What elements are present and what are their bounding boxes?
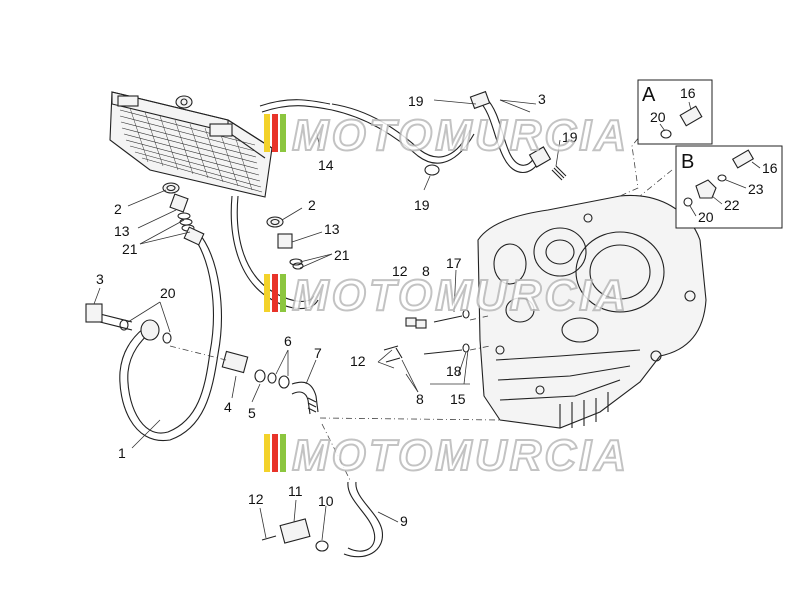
callout-12-upper: 12: [392, 263, 408, 279]
callout-19-left: 20: [160, 285, 176, 301]
callout-5: 5: [248, 405, 256, 421]
callout-14: 14: [318, 157, 334, 173]
inset-b: B 16 23 22 20: [675, 145, 783, 229]
inset-b-callout-23: 23: [748, 181, 764, 197]
callout-3-left: 3: [96, 271, 104, 287]
callout-8-lower: 8: [416, 391, 424, 407]
callout-21-left: 21: [122, 241, 138, 257]
watermark-text-bottom: MOTOMURCIA: [292, 431, 629, 480]
callout-21-right: 21: [334, 247, 350, 263]
engine-crankcase: [477, 194, 707, 429]
callout-11: 11: [288, 483, 303, 499]
callout-19-top: 19: [408, 93, 424, 109]
callout-1: 1: [118, 445, 126, 461]
fittings: [85, 164, 470, 552]
inset-a: A 16 20: [637, 79, 713, 145]
callout-13-right: 13: [324, 221, 340, 237]
callout-12-mid: 12: [350, 353, 366, 369]
inset-b-callout-16: 16: [762, 160, 778, 176]
inset-a-callout-20: 20: [650, 109, 666, 125]
oil-cooler: [109, 91, 273, 198]
inset-b-callout-20: 20: [698, 209, 714, 225]
callout-19-mid: 19: [414, 197, 430, 213]
callout-2-right: 2: [308, 197, 316, 213]
inset-a-letter: A: [642, 84, 656, 106]
callout-10: 10: [318, 493, 334, 509]
callout-7: 7: [314, 345, 322, 361]
callout-12-bottom: 12: [248, 491, 264, 507]
callout-17: 17: [446, 255, 462, 271]
callout-9: 9: [400, 513, 408, 529]
watermark-top: MOTOMURCIA: [264, 110, 629, 161]
callout-4: 4: [224, 399, 232, 415]
hoses: [91, 90, 567, 558]
inset-a-callout-16: 16: [680, 85, 696, 101]
callout-3-top: 3: [538, 91, 546, 107]
watermark-middle: MOTOMURCIA: [264, 270, 629, 321]
callout-2-left: 2: [114, 201, 122, 217]
callout-6: 6: [284, 333, 292, 349]
callout-labels: 1 2 2 3 3 4 5 6 7 8 8 9 10 11 12 12 12 1…: [96, 91, 578, 529]
callout-19-right: 19: [562, 129, 578, 145]
callout-8-upper: 8: [422, 263, 430, 279]
inset-b-letter: B: [681, 151, 694, 173]
callout-18: 18: [446, 363, 462, 379]
leader-lines: [93, 99, 561, 541]
callout-15: 15: [450, 391, 466, 407]
watermark-bottom: MOTOMURCIA: [264, 430, 629, 481]
callout-13-left: 13: [114, 223, 130, 239]
inset-b-callout-22: 22: [724, 197, 740, 213]
watermark-text-top: MOTOMURCIA: [292, 111, 629, 160]
watermark-text-middle: MOTOMURCIA: [292, 271, 629, 320]
